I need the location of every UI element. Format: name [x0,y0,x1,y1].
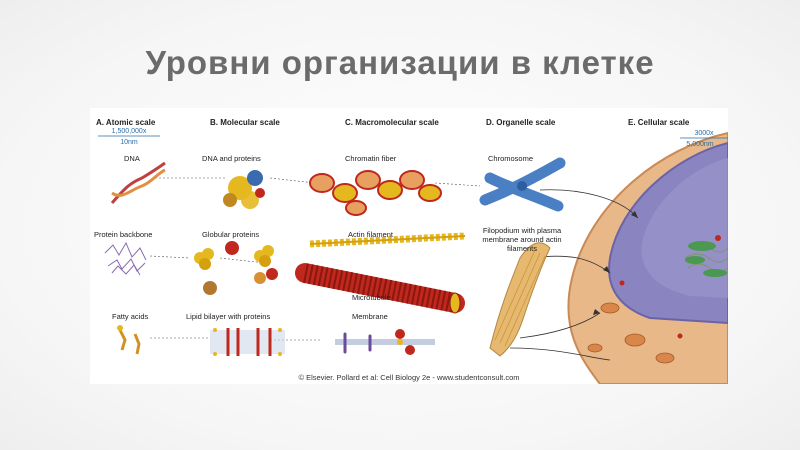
column-header-molecular: B. Molecular scale [210,118,280,127]
figure-artwork [90,108,728,384]
slide-title: Уровни организации в клетке [0,44,800,82]
filopodium [490,243,550,356]
label-dna-proteins: DNA and proteins [202,154,261,163]
fatty-acids [117,325,139,354]
membrane [335,329,435,355]
atomic-scale-length: 10nm [98,138,160,147]
label-microtubule: Microtubule [352,293,391,302]
column-header-macromolecular: C. Macromolecular scale [345,118,455,127]
figure-credit: © Elsevier. Pollard et al: Cell Biology … [90,373,728,382]
cellular-scale-length: 5,000nm [672,140,728,149]
dna-helix [112,163,165,203]
label-chromatin-fiber: Chromatin fiber [345,154,396,163]
column-header-organelle: D. Organelle scale [486,118,556,127]
label-chromosome: Chromosome [488,154,533,163]
lipid-bilayer [210,328,285,356]
globular-proteins [194,241,278,295]
label-lipid-bilayer: Lipid bilayer with proteins [186,312,270,321]
column-header-cellular: E. Cellular scale [628,118,689,127]
cellular-scale-magnification: 3000x [680,129,728,138]
cell-illustration [568,133,728,384]
atomic-scale-magnification: 1,500,000x [98,127,160,136]
label-fatty-acids: Fatty acids [112,312,148,321]
label-membrane: Membrane [352,312,388,321]
label-filopodium: Filopodium with plasma membrane around a… [476,226,568,253]
chromatin-fiber [310,171,441,215]
chromosome [485,163,560,206]
label-globular-proteins: Globular proteins [202,230,259,239]
column-header-atomic: A. Atomic scale [96,118,155,127]
dna-protein-cluster [223,170,265,209]
protein-backbone [105,243,146,275]
label-actin-filament: Actin filament [348,230,393,239]
label-dna: DNA [124,154,140,163]
cell-levels-figure: A. Atomic scale 1,500,000x 10nm B. Molec… [90,108,728,384]
label-protein-backbone: Protein backbone [94,230,152,239]
